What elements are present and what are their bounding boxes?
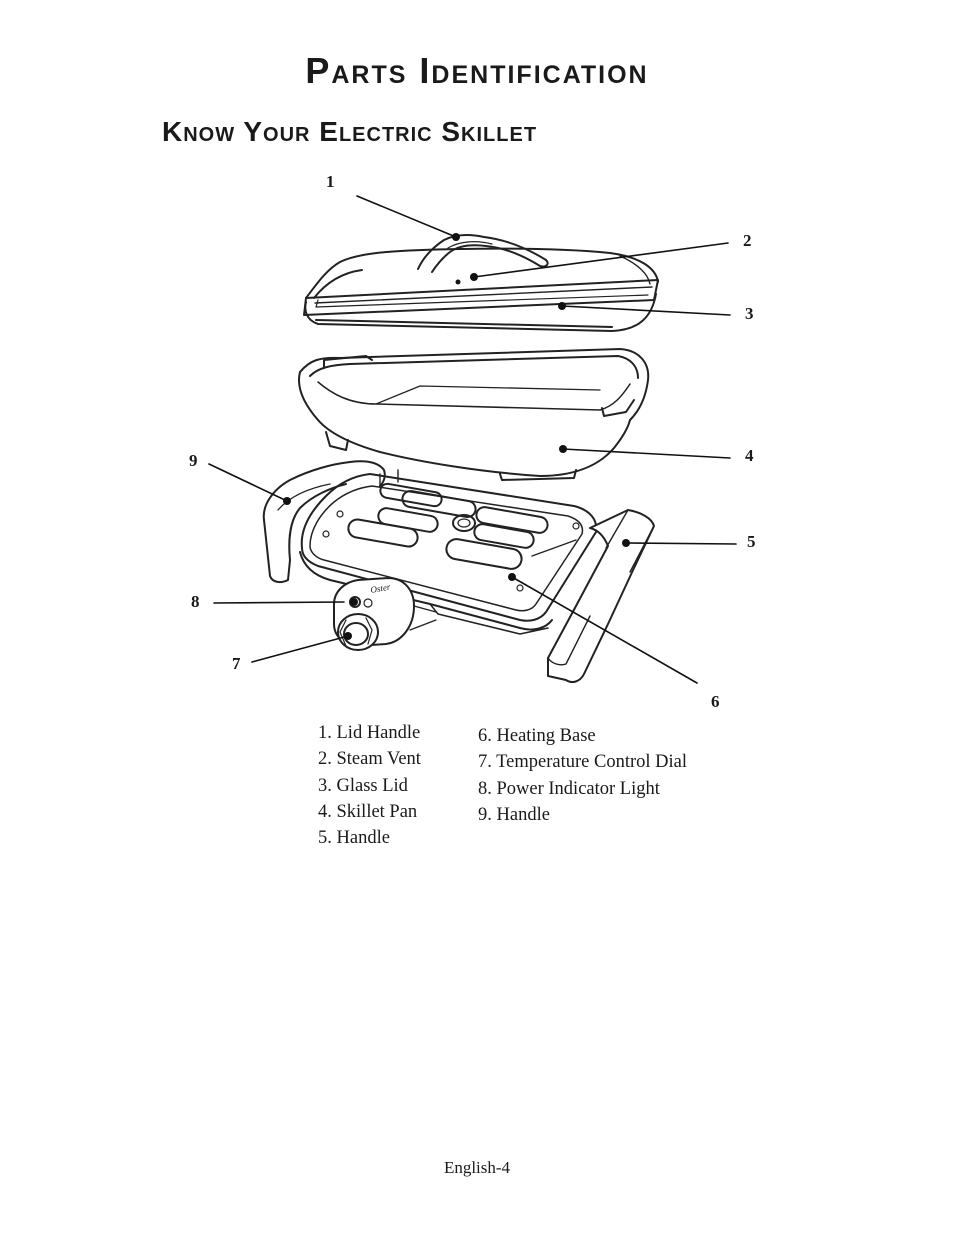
heating-base-drawing	[299, 469, 598, 635]
callout-5: 5	[747, 532, 756, 551]
lid-handle-drawing	[417, 234, 549, 273]
callout-dots	[283, 233, 630, 640]
skillet-pan-drawing	[298, 348, 650, 481]
part-item: 6. Heating Base	[478, 726, 596, 746]
callout-4: 4	[745, 446, 754, 465]
section-title: Know Your Electric Skillet	[162, 116, 538, 147]
callout-7: 7	[232, 654, 241, 673]
callout-8: 8	[191, 592, 200, 611]
part-item: 5. Handle	[318, 828, 390, 849]
parts-list-column-1: 1. Lid Handle 2. Steam Vent 3. Glass Lid…	[318, 720, 421, 851]
leader-lines	[208, 195, 737, 684]
parts-list-column-2: 6. Heating Base 7. Temperature Control D…	[478, 723, 687, 828]
part-item: 9. Handle	[478, 804, 550, 825]
callout-6: 6	[711, 692, 720, 711]
callout-1: 1	[326, 172, 335, 191]
callout-9: 9	[189, 451, 198, 470]
part-item: 1. Lid Handle	[318, 723, 421, 743]
callout-2: 2	[743, 231, 752, 250]
left-handle-drawing	[262, 460, 386, 584]
callout-3: 3	[745, 304, 754, 323]
right-handle-drawing	[547, 509, 655, 683]
glass-lid-drawing	[303, 247, 659, 332]
page-title: Parts Identification	[305, 50, 649, 91]
part-item: 7. Temperature Control Dial	[478, 752, 688, 773]
page-number: English-4	[443, 1158, 511, 1177]
part-item: 3. Glass Lid	[318, 775, 408, 796]
part-item: 2. Steam Vent	[318, 749, 421, 770]
skillet-diagram: Oster	[208, 195, 737, 684]
part-item: 4. Skillet Pan	[318, 801, 418, 822]
part-item: 8. Power Indicator Light	[478, 778, 660, 799]
control-unit-drawing	[333, 577, 437, 651]
brand-mark: Oster	[370, 582, 392, 595]
